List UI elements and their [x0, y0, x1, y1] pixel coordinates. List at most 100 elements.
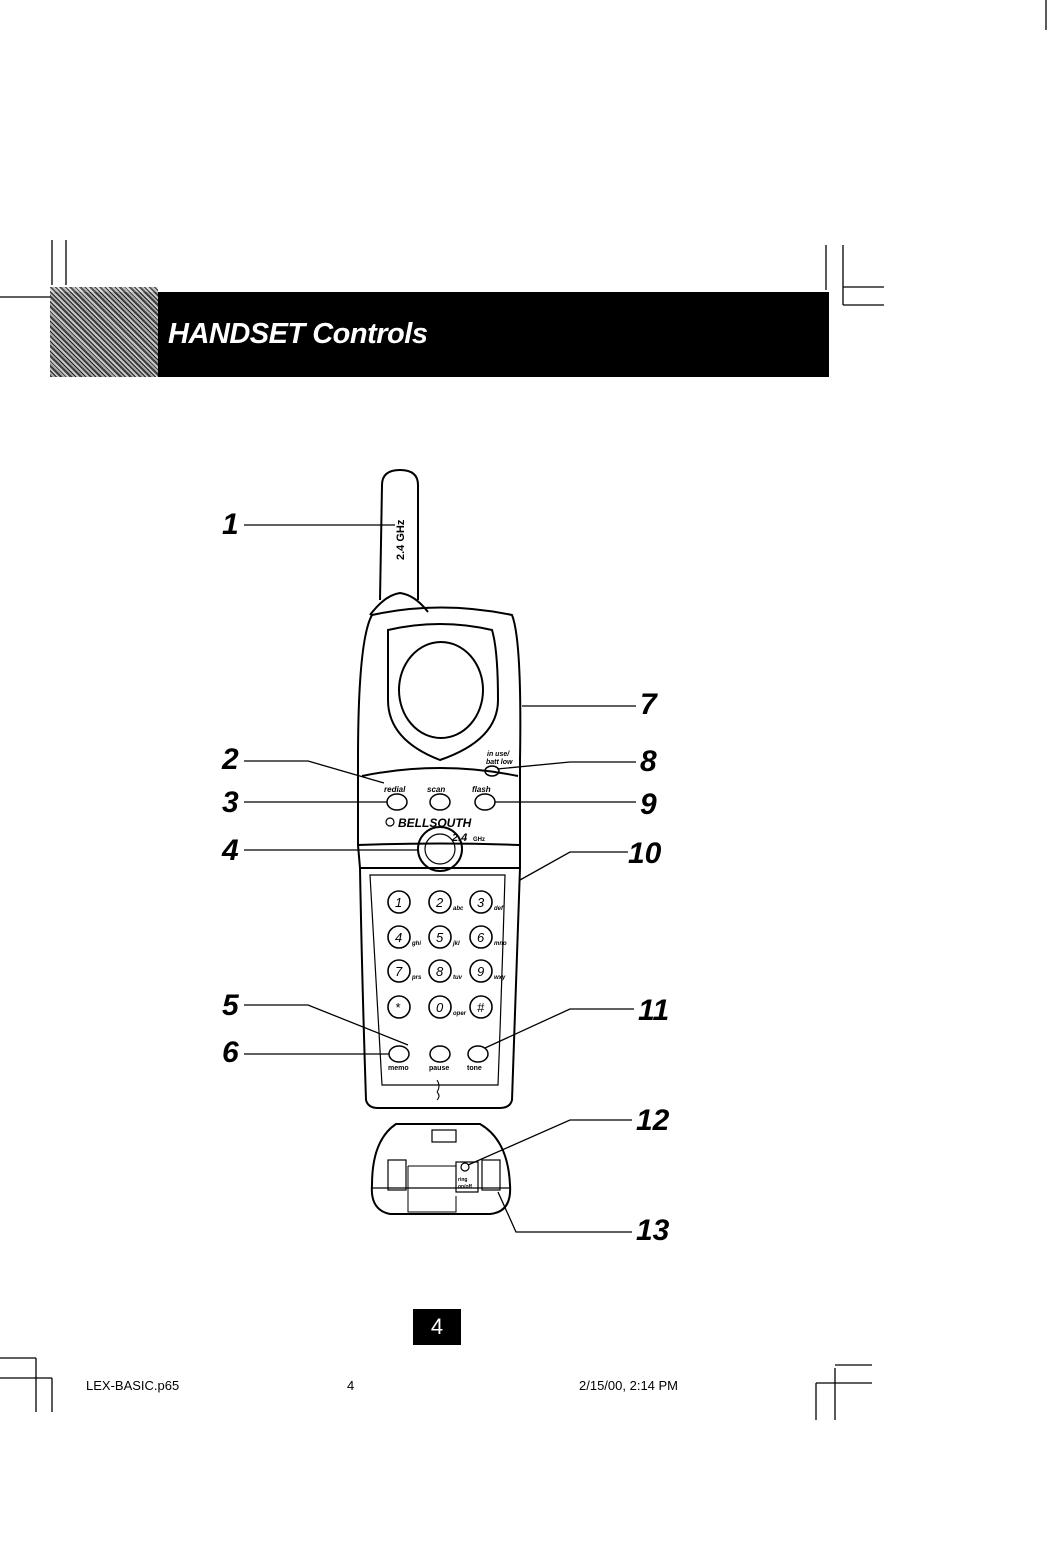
brand-freq: 2.4 — [451, 832, 467, 844]
handset-upper-body — [357, 606, 522, 847]
ringer-switch — [460, 1162, 470, 1172]
key-1-button — [387, 890, 411, 914]
leader-line-10 — [519, 851, 628, 881]
indicator-label-2: batt low — [486, 759, 513, 766]
leader-line-8 — [496, 761, 636, 770]
waist-lines — [357, 844, 521, 869]
indicator-label: in use/ — [487, 751, 510, 758]
callout-3: 3 — [222, 786, 239, 819]
leader-line-13 — [497, 1191, 632, 1233]
key-7-label: 7 — [395, 964, 403, 979]
pause-label: pause — [429, 1065, 449, 1072]
key-11-letters: oper — [453, 1011, 467, 1017]
key-3-button — [469, 890, 493, 914]
key-2-button — [428, 890, 452, 914]
footer-filename: LEX-BASIC.p65 — [86, 1378, 180, 1393]
callout-13: 13 — [636, 1214, 670, 1247]
key-6-label: 6 — [477, 930, 485, 945]
callout-11: 11 — [638, 994, 670, 1027]
ringer-label-2: on/off — [458, 1184, 472, 1190]
key-3-label: 3 — [477, 895, 485, 910]
scan-button — [429, 793, 451, 811]
leader-line-2 — [244, 760, 385, 784]
key-11-button — [428, 995, 452, 1019]
antenna — [379, 468, 419, 601]
key-6-button — [469, 925, 493, 949]
callout-6: 6 — [222, 1036, 239, 1069]
ringer-label: ring — [458, 1177, 467, 1183]
key-9-label: 9 — [477, 964, 484, 979]
ringer-switch-panel — [455, 1161, 479, 1193]
key-12-label: # — [477, 1000, 485, 1015]
key-5-button — [428, 925, 452, 949]
key-4-letters: ghi — [411, 941, 421, 947]
handset-lower-body — [358, 867, 522, 1109]
tone-label: tone — [467, 1065, 482, 1072]
pause-button — [429, 1045, 451, 1063]
header-texture-pattern — [50, 287, 158, 377]
key-11-label: 0 — [436, 1000, 444, 1015]
nav-button-outer — [417, 826, 463, 872]
brand-logo-icon — [385, 817, 395, 827]
redial-label: redial — [384, 785, 406, 794]
scan-label: scan — [427, 785, 445, 794]
battery-latch — [431, 1129, 457, 1143]
key-9-button — [469, 959, 493, 983]
key-4-label: 4 — [395, 930, 402, 945]
callout-4: 4 — [222, 834, 239, 867]
key-2-label: 2 — [435, 895, 444, 910]
redial-button — [386, 793, 408, 811]
keypad-panel — [369, 874, 506, 1086]
key-5-label: 5 — [436, 930, 444, 945]
section-header-bar — [50, 292, 829, 377]
nav-button-inner — [424, 833, 456, 865]
brand-freq-unit: GHz — [473, 837, 485, 843]
callout-9: 9 — [640, 788, 657, 821]
tone-button — [467, 1045, 489, 1063]
footer-page: 4 — [347, 1378, 355, 1393]
brand-name: BELLSOUTH — [398, 816, 472, 830]
callout-1: 1 — [222, 508, 239, 541]
earpiece-frame — [386, 623, 500, 762]
in-use-led — [484, 765, 500, 777]
callout-8: 8 — [640, 745, 657, 778]
key-3-letters: def — [494, 906, 504, 912]
callout-2: 2 — [222, 743, 239, 776]
leader-line-5 — [244, 1004, 409, 1046]
battery-contact-left — [387, 1159, 407, 1191]
footer-timestamp: 2/15/00, 2:14 PM — [579, 1378, 679, 1393]
key-10-label: * — [395, 1000, 401, 1015]
antenna-base — [369, 591, 429, 616]
speaker-grille — [398, 641, 484, 739]
callout-10: 10 — [628, 837, 662, 870]
key-12-button — [469, 995, 493, 1019]
section-title: HANDSET Controls — [168, 318, 428, 350]
key-8-letters: tuv — [453, 975, 463, 981]
callout-5: 5 — [222, 989, 239, 1022]
battery-compartment — [370, 1123, 512, 1215]
key-7-button — [387, 959, 411, 983]
antenna-label: 2.4 GHz — [395, 519, 407, 560]
key-5-letters: jkl — [452, 941, 460, 947]
memo-label: memo — [388, 1065, 409, 1072]
microphone-icon — [436, 1079, 440, 1101]
key-7-letters: prs — [411, 975, 422, 981]
memo-button — [388, 1045, 410, 1063]
key-4-button — [387, 925, 411, 949]
leader-line-12 — [467, 1119, 632, 1166]
face-divider — [361, 767, 519, 777]
key-1-label: 1 — [395, 895, 402, 910]
callout-12: 12 — [636, 1104, 670, 1137]
key-9-letters: wxy — [494, 975, 506, 981]
key-8-label: 8 — [436, 964, 444, 979]
leader-line-11 — [484, 1008, 634, 1049]
battery-outline — [407, 1165, 457, 1213]
key-6-letters: mno — [494, 941, 507, 947]
key-2-letters: abc — [453, 906, 464, 912]
key-10-button — [387, 995, 411, 1019]
key-8-button — [428, 959, 452, 983]
flash-label: flash — [472, 785, 491, 794]
page-number: 4 — [413, 1309, 461, 1345]
